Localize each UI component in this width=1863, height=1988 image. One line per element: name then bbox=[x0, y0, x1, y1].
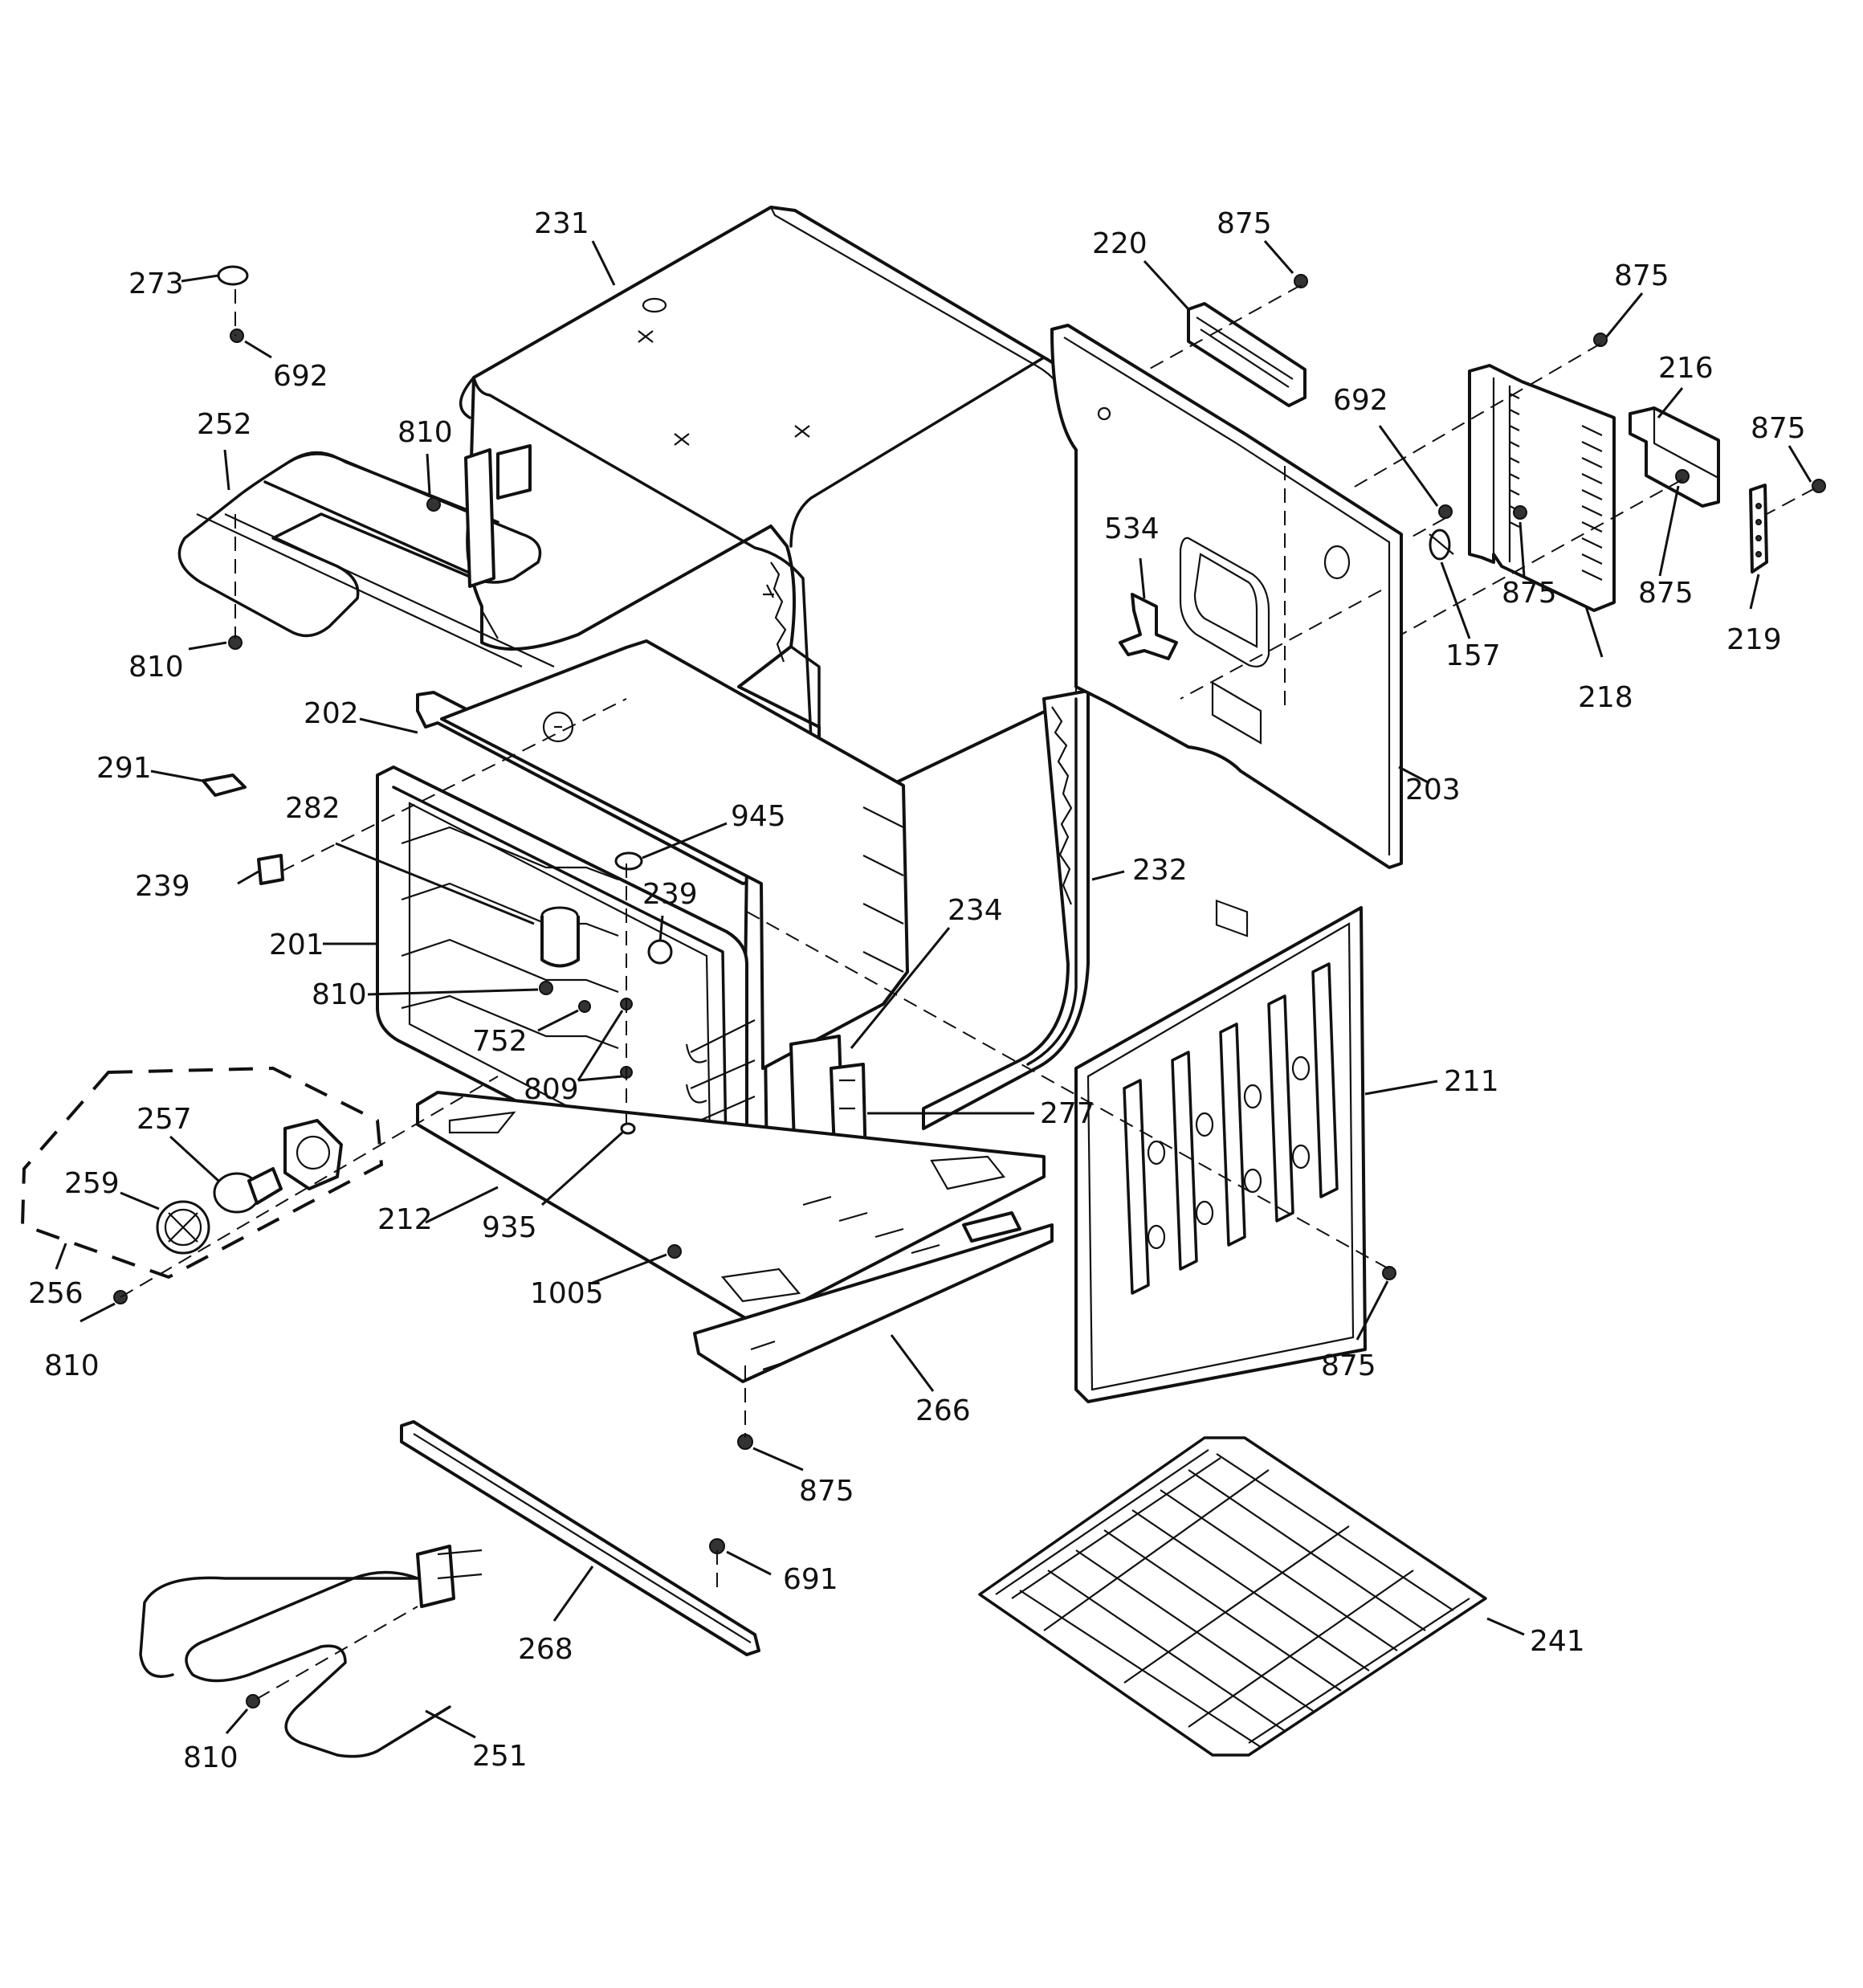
hw-273-nut bbox=[217, 265, 249, 286]
hw-875-screw-f bbox=[1382, 1266, 1396, 1280]
hw-875-screw-b bbox=[1593, 333, 1608, 347]
callout-277: 277 bbox=[1040, 1097, 1095, 1130]
hw-875-screw-e bbox=[1812, 479, 1826, 493]
hw-875-screw-d bbox=[1675, 469, 1690, 484]
callout-691: 691 bbox=[783, 1563, 838, 1596]
callout-291: 291 bbox=[96, 752, 152, 785]
callout-232: 232 bbox=[1132, 854, 1188, 887]
callout-875: 875 bbox=[1614, 259, 1669, 292]
callout-266: 266 bbox=[915, 1394, 971, 1427]
callout-268: 268 bbox=[518, 1633, 573, 1666]
part-bottom-panel bbox=[416, 1091, 1046, 1323]
part-thermal-switch bbox=[1429, 529, 1454, 561]
callout-252: 252 bbox=[197, 408, 252, 441]
callout-234: 234 bbox=[948, 894, 1003, 927]
callout-810: 810 bbox=[397, 416, 453, 449]
part-oven-cavity bbox=[376, 639, 909, 1212]
part-back-panel bbox=[1050, 324, 1403, 937]
part-broil-element bbox=[177, 444, 555, 667]
callout-810: 810 bbox=[312, 978, 367, 1011]
part-vent-channel bbox=[1187, 302, 1307, 407]
hw-692-screw-b bbox=[1438, 504, 1453, 519]
part-clip bbox=[202, 774, 247, 797]
callout-752: 752 bbox=[472, 1025, 528, 1058]
callout-256: 256 bbox=[28, 1277, 84, 1310]
callout-875: 875 bbox=[1321, 1349, 1376, 1382]
callout-239: 239 bbox=[642, 878, 698, 911]
part-vent-duct bbox=[1468, 364, 1768, 612]
callout-251: 251 bbox=[472, 1740, 528, 1773]
hw-810-screw-a bbox=[426, 497, 441, 512]
hw-810-screw-c bbox=[539, 981, 553, 995]
hw-1005-screw bbox=[667, 1244, 682, 1259]
hw-875-screw-c bbox=[1513, 505, 1527, 520]
callout-810: 810 bbox=[128, 651, 184, 684]
callout-239: 239 bbox=[135, 870, 190, 903]
part-bottom-plate bbox=[693, 1211, 1054, 1383]
part-lens-round bbox=[647, 939, 673, 965]
hw-752-screw bbox=[578, 1000, 591, 1013]
part-oven-rack bbox=[978, 1436, 1487, 1757]
callout-875: 875 bbox=[1217, 207, 1272, 240]
callout-216: 216 bbox=[1658, 352, 1714, 385]
callout-935: 935 bbox=[482, 1211, 537, 1244]
callout-534: 534 bbox=[1104, 512, 1160, 545]
part-light-housing bbox=[540, 906, 580, 968]
hw-810-screw-e bbox=[246, 1694, 260, 1708]
hw-692-screw-a bbox=[230, 329, 244, 343]
callout-218: 218 bbox=[1578, 681, 1633, 714]
hw-935-washer bbox=[620, 1122, 636, 1135]
callout-810: 810 bbox=[183, 1741, 238, 1774]
callout-219: 219 bbox=[1726, 623, 1782, 656]
callout-211: 211 bbox=[1444, 1065, 1499, 1098]
part-hardware bbox=[113, 265, 1826, 1708]
callout-875: 875 bbox=[1751, 412, 1806, 445]
callout-259: 259 bbox=[64, 1167, 120, 1200]
callout-282: 282 bbox=[285, 792, 340, 825]
callout-212: 212 bbox=[377, 1203, 433, 1236]
callout-202: 202 bbox=[304, 697, 359, 730]
callout-157: 157 bbox=[1445, 639, 1501, 672]
callout-labels: 273 692 231 220 875 875 216 692 875 252 … bbox=[28, 207, 1806, 1774]
part-rear-inner-panel bbox=[1074, 906, 1367, 1403]
parts-drawing bbox=[20, 206, 1826, 1758]
callout-257: 257 bbox=[137, 1103, 192, 1136]
callout-875: 875 bbox=[1638, 577, 1694, 610]
callout-692: 692 bbox=[1333, 384, 1388, 417]
callout-810: 810 bbox=[44, 1349, 100, 1382]
callout-875: 875 bbox=[799, 1475, 854, 1508]
callout-945: 945 bbox=[731, 800, 786, 833]
callout-203: 203 bbox=[1405, 774, 1461, 806]
part-bracket-rail bbox=[400, 1420, 760, 1656]
callout-1005: 1005 bbox=[530, 1277, 604, 1310]
leader-lines bbox=[55, 240, 1812, 1739]
hw-875-screw-a bbox=[1294, 274, 1308, 288]
part-bracket bbox=[1119, 593, 1178, 660]
callout-220: 220 bbox=[1092, 227, 1148, 260]
callout-273: 273 bbox=[128, 267, 184, 300]
part-light-assembly bbox=[20, 1066, 384, 1280]
part-bake-element bbox=[139, 1545, 483, 1758]
callout-201: 201 bbox=[269, 929, 324, 961]
assembly-guide-lines bbox=[120, 284, 1816, 1700]
part-grommet bbox=[614, 851, 643, 871]
callout-241: 241 bbox=[1530, 1625, 1585, 1658]
callout-809: 809 bbox=[524, 1073, 579, 1106]
callout-692: 692 bbox=[273, 360, 328, 393]
callout-231: 231 bbox=[534, 207, 589, 240]
part-lens-cover bbox=[257, 854, 284, 885]
callout-875: 875 bbox=[1502, 577, 1557, 610]
